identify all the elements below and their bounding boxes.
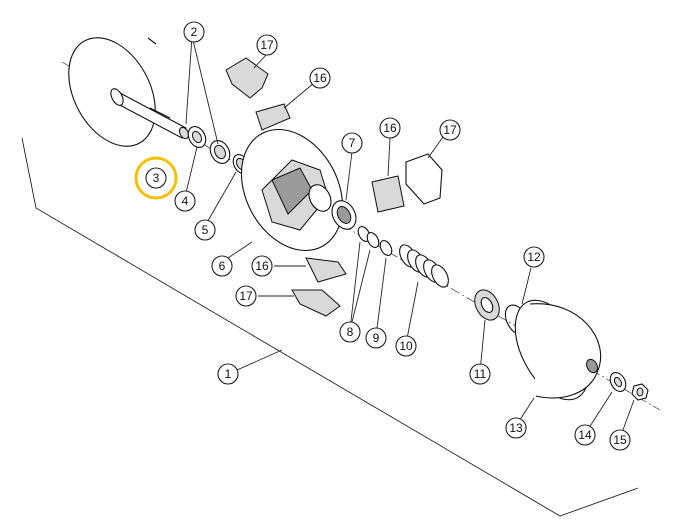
callout-12: 12 <box>523 246 545 268</box>
callout-3: 3 <box>145 167 167 189</box>
callout-7-label: 7 <box>349 136 356 150</box>
nut-15 <box>631 383 649 401</box>
button-16-left <box>305 257 347 283</box>
button-16-top <box>255 103 291 131</box>
callout-5-label: 5 <box>202 223 209 237</box>
callout-16-top-label: 16 <box>313 71 327 85</box>
cover-13 <box>514 299 602 401</box>
callout-17-top: 17 <box>256 34 278 56</box>
callout-3-label: 3 <box>153 171 160 185</box>
sheet-frame <box>21 137 639 517</box>
callout-1-label: 1 <box>225 367 232 381</box>
bearing-7 <box>331 200 357 230</box>
callout-1: 1 <box>217 363 239 385</box>
callout-2-label: 2 <box>191 25 198 39</box>
callout-16-top: 16 <box>309 67 331 89</box>
callout-4: 4 <box>174 190 196 212</box>
callout-9: 9 <box>365 327 387 349</box>
weight-17-right <box>405 153 443 205</box>
callout-16-left-label: 16 <box>255 259 269 273</box>
callout-15: 15 <box>609 429 631 451</box>
callout-17-top-label: 17 <box>260 38 274 52</box>
callout-15-label: 15 <box>613 433 627 447</box>
callout-13-label: 13 <box>509 421 523 435</box>
callout-4-label: 4 <box>182 194 189 208</box>
callout-16-right: 16 <box>379 117 401 139</box>
callout-14: 14 <box>574 424 596 446</box>
weight-17-left <box>291 289 341 317</box>
callout-11: 11 <box>469 363 491 385</box>
callout-7: 7 <box>341 132 363 154</box>
callout-17-left: 17 <box>235 285 257 307</box>
callout-8: 8 <box>339 321 361 343</box>
callout-6: 6 <box>211 255 233 277</box>
bushing-4 <box>187 126 207 148</box>
callout-17-right-label: 17 <box>443 123 457 137</box>
callout-13: 13 <box>505 417 527 439</box>
callout-16-left: 16 <box>251 255 273 277</box>
washers-8 <box>357 226 380 248</box>
callout-10-label: 10 <box>399 339 413 353</box>
callout-10: 10 <box>395 335 417 357</box>
callout-2: 2 <box>183 21 205 43</box>
washer-9 <box>379 240 393 256</box>
bushing-5 <box>209 140 250 174</box>
weight-17-top <box>225 57 269 99</box>
shaft <box>110 88 190 140</box>
callout-5: 5 <box>194 219 216 241</box>
callout-17-left-label: 17 <box>239 289 253 303</box>
highlight-ring <box>134 156 178 200</box>
spider-11 <box>474 289 500 321</box>
movable-sheave <box>240 128 344 252</box>
callout-11-label: 11 <box>474 367 487 381</box>
callout-14-label: 14 <box>578 428 592 442</box>
callout-6-label: 6 <box>219 259 226 273</box>
button-16-right <box>371 175 405 213</box>
spring-10 <box>399 244 449 288</box>
callout-16-right-label: 16 <box>383 121 397 135</box>
callout-9-label: 9 <box>373 331 380 345</box>
callout-12-label: 12 <box>527 250 541 264</box>
callout-8-label: 8 <box>347 325 354 339</box>
washer-14 <box>609 372 627 392</box>
callout-17-right: 17 <box>439 119 461 141</box>
